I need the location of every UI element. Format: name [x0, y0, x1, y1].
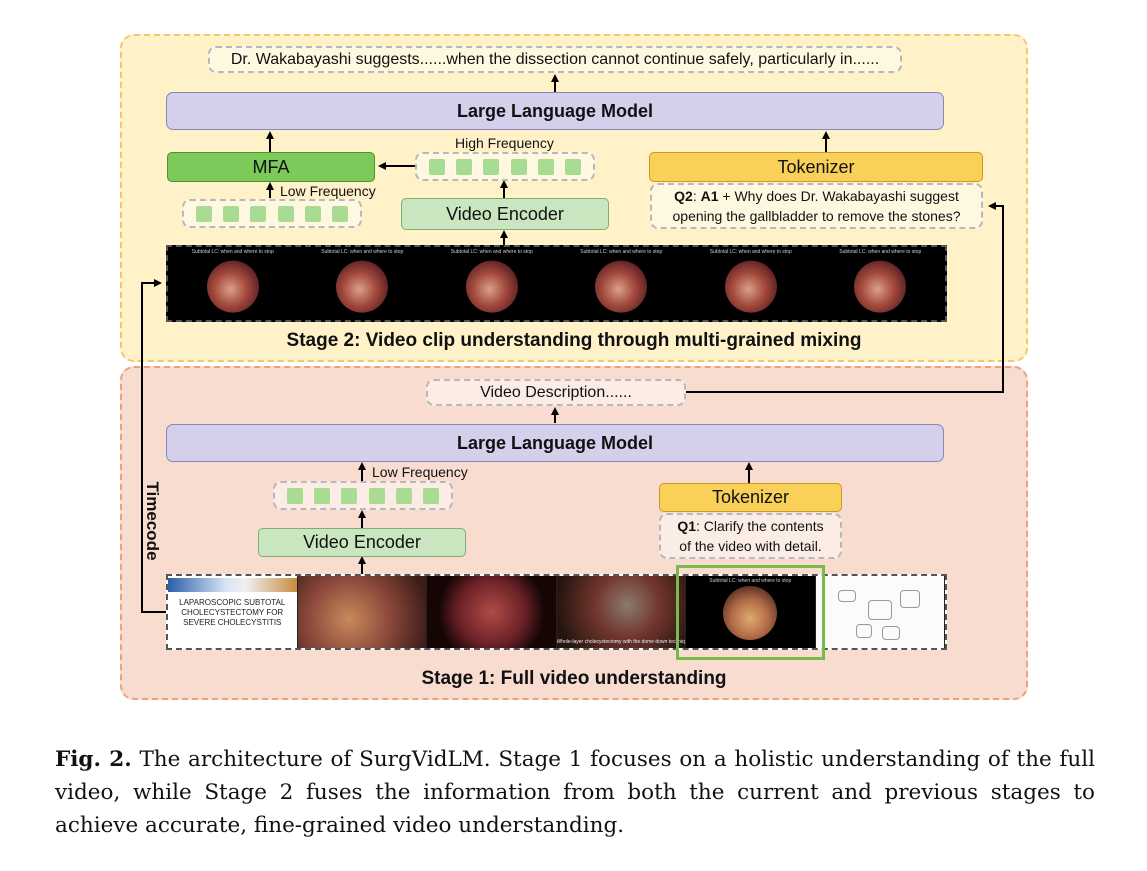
- diagram-frame: [815, 576, 945, 648]
- figure-caption: Fig. 2. The architecture of SurgVidLM. S…: [55, 743, 1095, 842]
- stage2-frame: Subtotal LC: when and where to stop: [168, 247, 298, 320]
- timecode-label: Timecode: [143, 481, 162, 561]
- token: [195, 205, 212, 222]
- sketch: [899, 590, 920, 608]
- token: [395, 487, 412, 504]
- frame-caption: Subtotal LC: when and where to stop: [709, 249, 792, 255]
- q2-text-line2: opening the gallbladder to remove the st…: [672, 208, 961, 224]
- endoscope-view: [854, 260, 907, 313]
- slide-title: LAPAROSCOPIC SUBTOTAL CHOLECYSTECTOMY FO…: [179, 598, 286, 627]
- endoscope-view: [723, 586, 778, 641]
- selected-clip-highlight: [676, 565, 825, 660]
- token: [483, 158, 500, 175]
- stage1-tokenizer-box: Tokenizer: [659, 483, 842, 512]
- token: [455, 158, 472, 175]
- endoscope-view: [724, 260, 777, 313]
- token: [423, 487, 440, 504]
- figure-caption-text: The architecture of SurgVidLM. Stage 1 f…: [55, 747, 1095, 838]
- stage1-tokenizer-label: Tokenizer: [711, 487, 790, 507]
- stage1-title: Stage 1: Full video understanding: [421, 668, 727, 689]
- stage1-llm-label: Large Language Model: [456, 432, 654, 453]
- frame-caption: Subtotal LC: when and where to stop: [580, 249, 663, 255]
- stage1-video-encoder-label: Video Encoder: [303, 532, 421, 552]
- stage2-question-box: Q2: A1 + Why does Dr. Wakabayashi sugges…: [650, 183, 983, 229]
- q2-text-line1: + Why does Dr. Wakabayashi suggest: [718, 188, 959, 204]
- token: [341, 487, 358, 504]
- stage2-video-encoder-box: Video Encoder: [401, 198, 609, 230]
- q1-tag: Q1: [677, 518, 697, 534]
- endoscope-view: [465, 260, 518, 313]
- stage1-llm-box: Large Language Model: [166, 424, 944, 462]
- sketch: [867, 600, 892, 620]
- stage2-frame: Subtotal LC: when and where to stop: [816, 247, 946, 320]
- q1-text-line2: of the video with detail.: [679, 538, 822, 554]
- token: [510, 158, 527, 175]
- frame-caption: Whole-layer cholecystectomy with the dom…: [556, 639, 686, 645]
- figure-label: Fig. 2.: [55, 747, 132, 772]
- stage1-question-box: Q1: Clarify the contents of the video wi…: [659, 513, 842, 559]
- endoscope-view: [336, 260, 389, 313]
- stage2-frame: Subtotal LC: when and where to stop: [298, 247, 428, 320]
- stage2-llm-box: Large Language Model: [166, 92, 944, 130]
- token: [368, 487, 385, 504]
- stage2-llm-label: Large Language Model: [456, 100, 654, 121]
- stage2-frame: Subtotal LC: when and where to stop: [686, 247, 816, 320]
- stage2-title: Stage 2: Video clip understanding throug…: [286, 330, 862, 351]
- conference-logo: [168, 578, 297, 592]
- stage1-video-encoder-box: Video Encoder: [258, 528, 466, 557]
- stage2-low-frequency-label: Low Frequency: [280, 183, 376, 199]
- high-frequency-tokens: [415, 152, 595, 181]
- timecode-label-wrap: Timecode: [132, 476, 172, 566]
- token: [304, 205, 321, 222]
- sketch: [881, 626, 900, 640]
- q1-text-line1: : Clarify the contents: [696, 518, 824, 534]
- token: [222, 205, 239, 222]
- stage2-frame-strip: Subtotal LC: when and where to stop Subt…: [166, 245, 947, 322]
- frame-caption: Subtotal LC: when and where to stop: [839, 249, 922, 255]
- surgery-frame: [427, 576, 557, 648]
- title-slide-frame: LAPAROSCOPIC SUBTOTAL CHOLECYSTECTOMY FO…: [168, 576, 298, 648]
- stage2-tokenizer-box: Tokenizer: [649, 152, 983, 182]
- video-description-text: Video Description......: [480, 384, 632, 401]
- stage2-answer-text: Dr. Wakabayashi suggests......when the d…: [230, 51, 880, 68]
- q2-tag: Q2: [674, 188, 693, 204]
- selected-clip-frame: Subtotal LC: when and where to stop: [686, 576, 816, 648]
- token: [286, 487, 303, 504]
- stage2-video-encoder-label: Video Encoder: [446, 203, 564, 224]
- high-frequency-label: High Frequency: [455, 135, 554, 151]
- token: [277, 205, 294, 222]
- mfa-box: MFA: [167, 152, 375, 182]
- stage2-frame: Subtotal LC: when and where to stop: [557, 247, 687, 320]
- surgery-frame: Whole-layer cholecystectomy with the dom…: [556, 576, 686, 648]
- a1-tag: A1: [700, 188, 719, 204]
- video-description-box: Video Description......: [426, 379, 686, 406]
- sketch: [855, 624, 872, 638]
- frame-caption: Subtotal LC: when and where to stop: [321, 249, 404, 255]
- surgery-frame: [297, 576, 427, 648]
- endoscope-view: [206, 260, 259, 313]
- frame-caption: Subtotal LC: when and where to stop: [709, 578, 792, 584]
- stage2-answer-box: Dr. Wakabayashi suggests......when the d…: [208, 46, 902, 73]
- token: [332, 205, 349, 222]
- sketch: [837, 590, 856, 602]
- token: [565, 158, 582, 175]
- stage2-low-frequency-tokens: [182, 199, 362, 228]
- mfa-label: MFA: [252, 156, 290, 177]
- frame-caption: Subtotal LC: when and where to stop: [191, 249, 274, 255]
- stage2-frame: Subtotal LC: when and where to stop: [427, 247, 557, 320]
- token: [250, 205, 267, 222]
- endoscope-view: [595, 260, 648, 313]
- stage1-frame-strip: LAPAROSCOPIC SUBTOTAL CHOLECYSTECTOMY FO…: [166, 574, 947, 650]
- token: [313, 487, 330, 504]
- token: [537, 158, 554, 175]
- token: [428, 158, 445, 175]
- stage2-tokenizer-label: Tokenizer: [777, 156, 855, 177]
- stage1-low-frequency-label: Low Frequency: [372, 464, 468, 480]
- stage1-low-frequency-tokens: [273, 481, 453, 510]
- frame-caption: Subtotal LC: when and where to stop: [450, 249, 533, 255]
